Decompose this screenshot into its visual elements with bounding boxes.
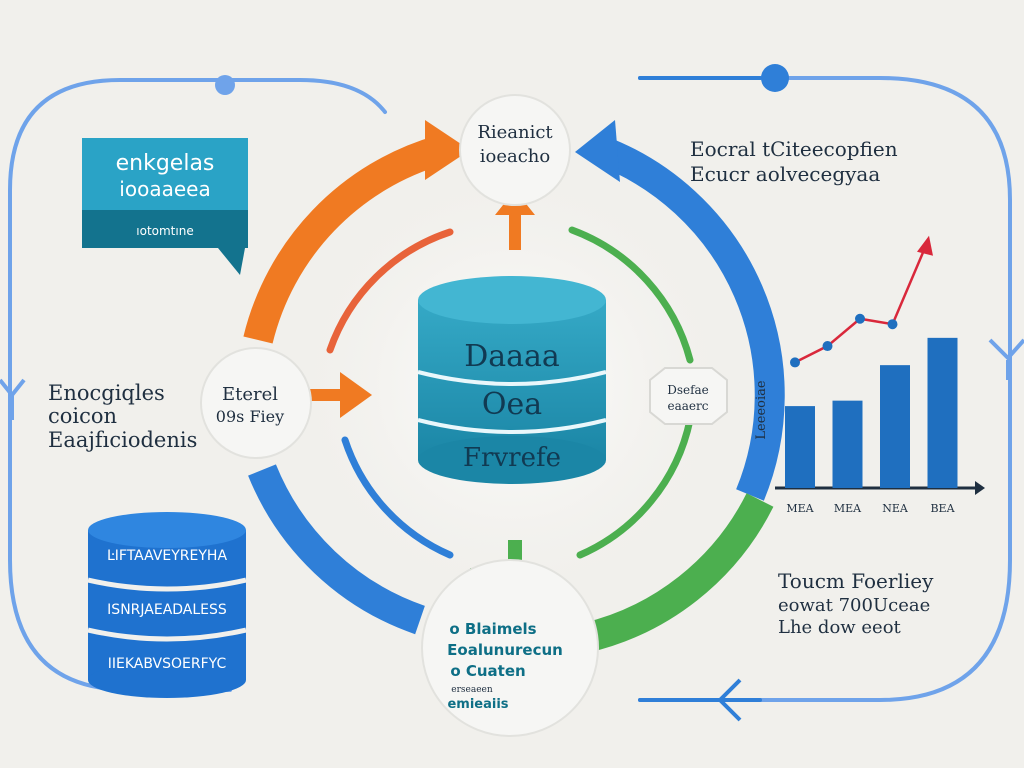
orange-arc [243, 135, 445, 344]
right-note-line2: eowat 700Uceae [778, 595, 930, 616]
bottom-node: o Blaimels Eoalunurecun o Cuaten erseaee… [421, 559, 599, 737]
center-db-line3: Frvrefe [463, 443, 561, 473]
trend-line [794, 247, 927, 364]
frame-arrow-right-icon [988, 338, 1024, 380]
trend-point [790, 357, 800, 368]
right-note-line1: Toucm Foerliey [778, 569, 934, 593]
right-note: Toucm Foerliey eowat 700Uceae Lhe dow ee… [778, 569, 934, 638]
top-node-line1: Rieanict [477, 122, 553, 143]
blue-arc-left [248, 464, 426, 635]
left-label-line1: Enocgiqles [48, 381, 165, 405]
right-arrow-icon [340, 372, 372, 418]
bar-chart: MEA MEA NEA BEA [775, 235, 985, 515]
frame-node-top-right [761, 64, 789, 92]
trend-point [887, 319, 898, 330]
bar [832, 400, 863, 488]
bar [927, 337, 958, 488]
inner-ring [326, 226, 694, 559]
bottom-node-line2: Eoalunurecun [447, 641, 563, 659]
bottom-node-line3: o Cuaten [450, 662, 525, 680]
left-node-line2: 09s Fiey [216, 407, 284, 426]
center-database: Daaaa Oea Frvrefe [417, 276, 607, 484]
left-node-line1: Eterel [222, 384, 278, 405]
frame-arrow-left-icon [0, 378, 26, 420]
cycle-ring [243, 120, 785, 653]
blue-arc-right [594, 135, 785, 501]
top-node-line2: ioeacho [480, 146, 551, 167]
frame-node-top-left [215, 75, 235, 95]
left-node: Eterel 09s Fiey [200, 347, 312, 459]
right-node-line2: eaaerc [668, 399, 709, 413]
tick-label: MEA [834, 502, 862, 515]
bottom-left-database: ĿIFTAAVEYREYHA ISNRJAEADALESS IIEKABVSOE… [87, 512, 247, 698]
bottom-left-db-row3: IIEKABVSOERFYC [108, 656, 227, 672]
bar [785, 406, 815, 488]
green-arc-outer [581, 493, 774, 653]
bar [880, 365, 910, 488]
top-left-box: enkgelas iooaaeea ıotomtıne [82, 138, 248, 275]
tick-label: NEA [882, 502, 909, 515]
left-label-line2: coicon [48, 404, 117, 428]
frame-arrow-bottom-icon [700, 678, 742, 722]
chart-caption-line2: Ecucr aolvecegyaa [690, 162, 880, 186]
tick-label: BEA [930, 502, 955, 515]
chart-side-label: Leeeoiae [754, 380, 769, 439]
bottom-left-db-row2: ISNRJAEADALESS [107, 602, 227, 618]
chart-caption: Eocral tCiteecopfien Ecucr aolvecegyaa [690, 137, 898, 186]
bottom-left-db-row1: ĿIFTAAVEYREYHA [107, 548, 227, 564]
tick-label: MEA [786, 502, 814, 515]
bottom-node-line4: erseaeen [451, 685, 493, 695]
left-label: Enocgiqles coicon Eaajfıciodenis [48, 381, 197, 452]
right-node-line1: Dsefae [667, 383, 709, 397]
right-note-line3: Lhe dow eeot [778, 617, 902, 638]
left-label-line3: Eaajfıciodenis [48, 428, 197, 452]
top-left-box-title2: iooaaeea [119, 177, 210, 201]
orange-arc-arrowhead [425, 120, 470, 180]
chart-caption-line1: Eocral tCiteecopfien [690, 137, 898, 161]
bottom-node-line1: o Blaimels [449, 620, 536, 638]
blue-arc-arrowhead [575, 120, 620, 182]
top-left-box-footer: ıotomtıne [136, 224, 193, 238]
bottom-node-line5: emieaiis [447, 697, 508, 712]
x-axis-arrow-icon [975, 481, 985, 495]
right-node: Dsefae eaaerc [649, 367, 728, 425]
center-db-line2: Oea [482, 387, 542, 422]
trend-point [822, 341, 833, 352]
trend-point [855, 313, 865, 324]
center-db-line1: Daaaa [464, 339, 560, 374]
top-left-box-title1: enkgelas [116, 151, 215, 176]
trend-arrowhead-icon [917, 235, 933, 256]
top-node: Rieanict ioeacho [459, 94, 571, 206]
